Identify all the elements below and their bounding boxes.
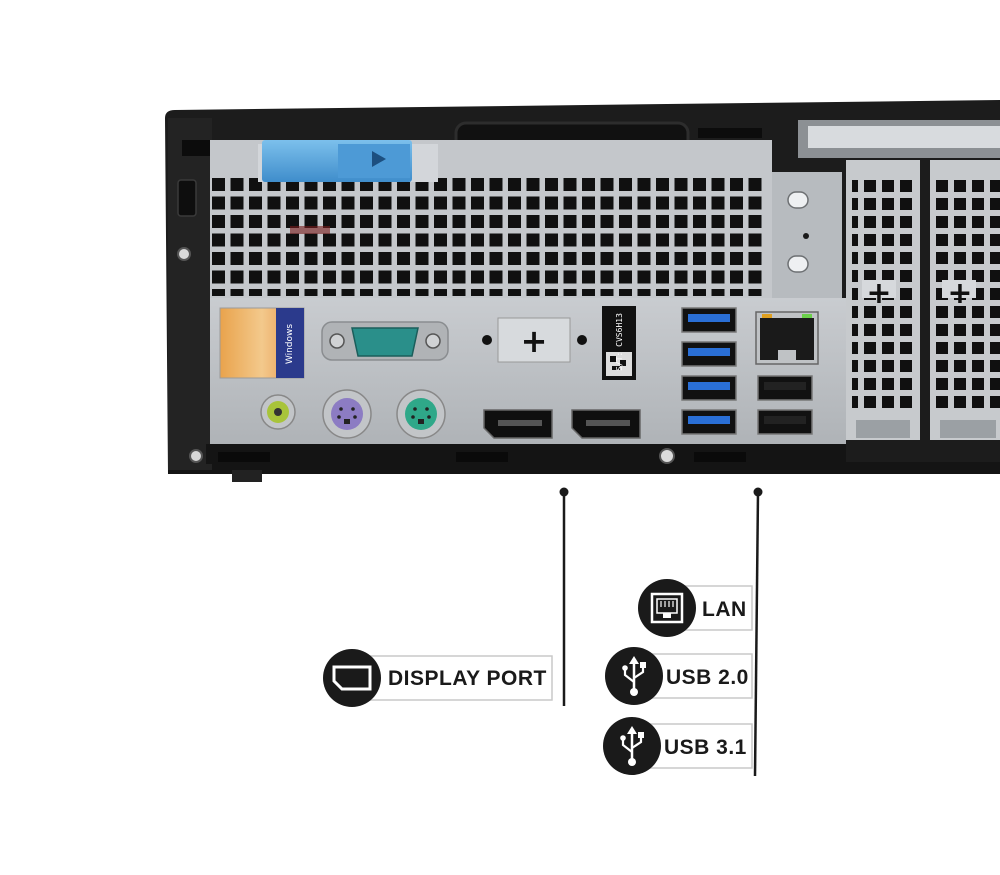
blank-cover: +	[482, 317, 587, 363]
display-port-label: DISPLAY PORT	[388, 667, 547, 690]
callout-display-port	[323, 649, 553, 707]
arrow-right-icon	[372, 151, 386, 167]
ps2-mouse-port	[322, 389, 372, 439]
svg-text:+: +	[947, 276, 972, 311]
usb3-label: USB 3.1	[664, 736, 747, 759]
ethernet-icon	[650, 592, 684, 624]
usb3-ports	[681, 307, 737, 435]
usb2-ports	[757, 375, 813, 435]
lan-label: LAN	[702, 598, 747, 621]
callout-lan	[638, 579, 753, 637]
barcode-label: S/T: CVS6H13	[602, 306, 636, 380]
audio-jack	[260, 394, 296, 430]
usb2-label: USB 2.0	[666, 666, 749, 689]
displayport-connector	[483, 409, 553, 439]
callout-usb2	[605, 647, 753, 705]
expansion-slots: + +	[798, 120, 1000, 440]
leader-lines	[559, 487, 763, 777]
callout-usb3	[603, 717, 753, 775]
svg-text:+: +	[866, 276, 891, 311]
lan-port	[755, 311, 819, 365]
barcode-text: S/T: CVS6H13	[615, 313, 624, 371]
svg-text:+: +	[521, 322, 548, 360]
displayport-connector	[571, 409, 641, 439]
serial-port	[321, 321, 449, 361]
callout-icon-badge	[323, 649, 381, 707]
usb-icon	[620, 726, 644, 766]
windows-sticker: Windows	[219, 307, 305, 379]
side-panel-right	[772, 172, 842, 302]
displayport-icon	[332, 665, 372, 691]
usb-icon	[622, 656, 646, 696]
ps2-keyboard-port	[396, 389, 446, 439]
sticker-text: Windows	[285, 324, 295, 364]
release-tab[interactable]	[258, 140, 438, 182]
vent-plate	[210, 140, 772, 300]
callout-icon-badge	[638, 579, 696, 637]
